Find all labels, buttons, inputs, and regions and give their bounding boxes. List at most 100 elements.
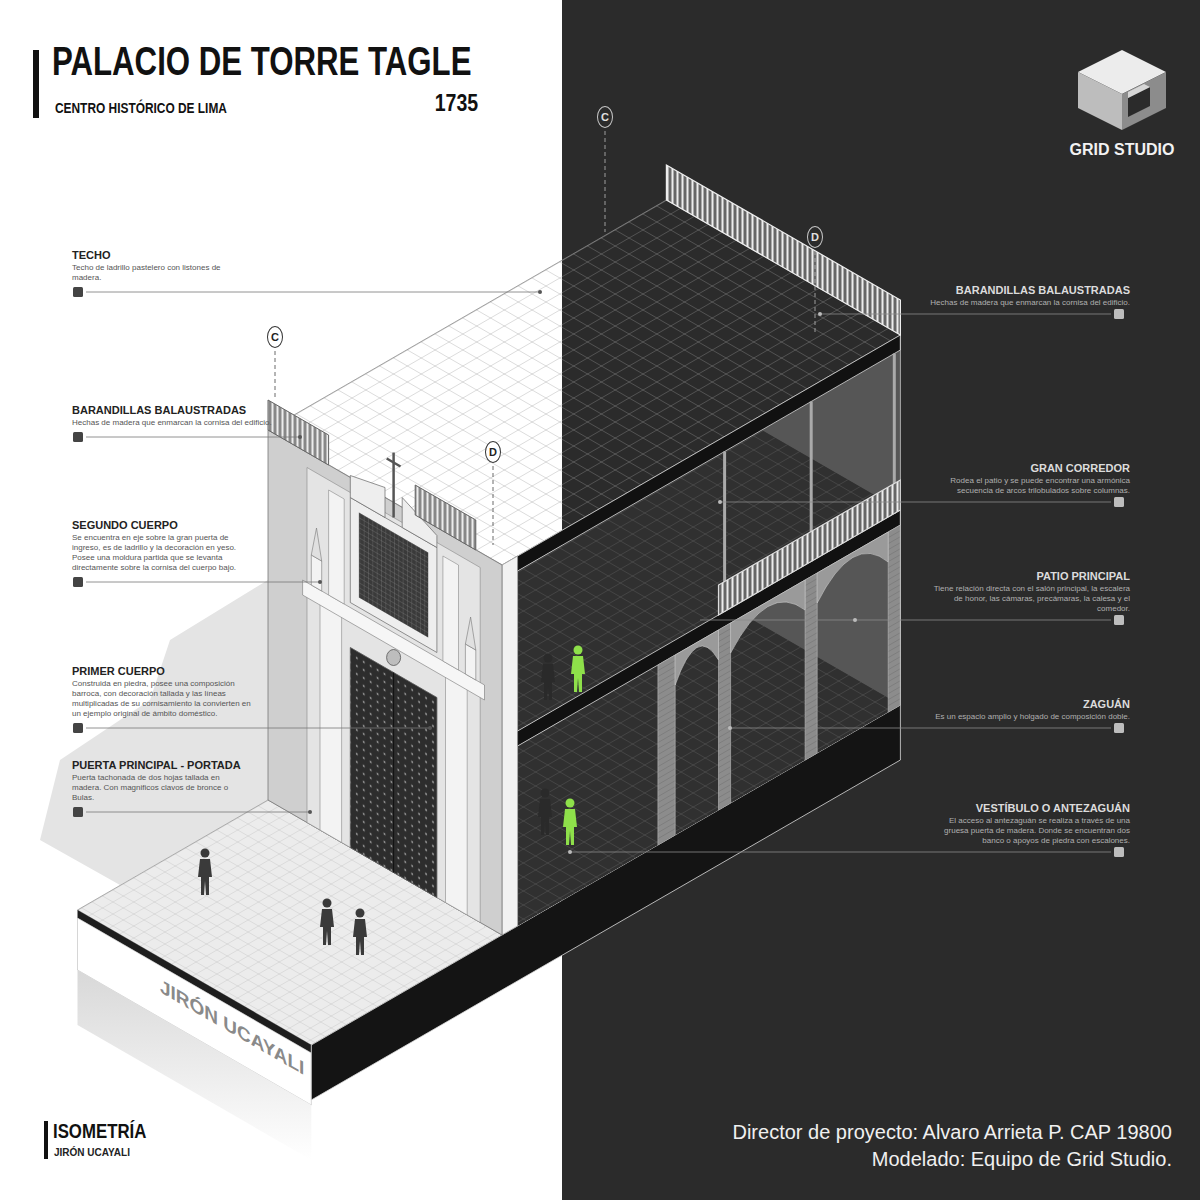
person-figure — [198, 849, 212, 896]
door-split — [393, 673, 394, 873]
leader-dot — [318, 580, 322, 584]
upper-pilaster — [329, 490, 345, 604]
leader-line — [730, 728, 1111, 729]
subtitle: CENTRO HISTÓRICO DE LIMA — [55, 100, 227, 116]
leader-line — [86, 292, 540, 293]
front-wall-section — [502, 556, 518, 935]
facade-balustrade — [268, 400, 329, 465]
view-bar — [44, 1121, 48, 1159]
grid-bubble: D — [807, 226, 823, 248]
facade-balustrade — [415, 485, 476, 550]
callout-heading: BARANDILLAS BALAUSTRADAS — [956, 284, 1130, 297]
callout-text: Techo de ladrillo pastelero con listones… — [72, 263, 222, 283]
credit-line: Modelado: Equipo de Grid Studio. — [872, 1148, 1172, 1171]
callout-text: Tiene relación directa con el salón prin… — [930, 584, 1130, 614]
section-edge — [900, 335, 901, 705]
column — [805, 573, 817, 760]
person-figure — [320, 899, 334, 946]
column — [888, 525, 900, 712]
callout-text: Hechas de madera que enmarcan la cornisa… — [72, 418, 272, 428]
callout-heading: PRIMER CUERPO — [72, 665, 165, 678]
leader-line — [86, 728, 430, 729]
grid-letter: D — [811, 231, 819, 243]
year: 1735 — [435, 90, 478, 116]
logo-cube-left — [1078, 72, 1122, 130]
main-door — [350, 648, 437, 898]
grid-letter: C — [271, 331, 279, 343]
column — [719, 623, 731, 810]
door-medallion — [387, 650, 401, 666]
floor-slab — [502, 510, 900, 755]
facade-wall — [268, 430, 502, 935]
pinnacle — [311, 528, 321, 561]
pinnacle — [465, 617, 475, 650]
broken-pediment — [350, 476, 385, 518]
corridor-balustrade — [719, 480, 901, 615]
leader-line — [86, 582, 320, 583]
axis-line — [605, 131, 606, 232]
window-frame — [350, 498, 437, 653]
callout-heading: ZAGUÁN — [1083, 698, 1130, 711]
leader-dot — [428, 726, 432, 730]
leader-line — [700, 620, 1111, 621]
person-figure — [571, 646, 585, 693]
person-figure — [353, 909, 367, 956]
callout-heading: VESTÍBULO O ANTEZAGUÁN — [976, 802, 1130, 815]
axis-line — [275, 351, 276, 398]
callout-text: Es un espacio amplio y holgado de compos… — [930, 712, 1130, 722]
callout-marker — [73, 577, 83, 587]
grid-letter: D — [489, 446, 497, 458]
callout-text: Puerta tachonada de dos hojas tallada en… — [72, 773, 242, 803]
view-sublabel: JIRÓN UCAYALI — [54, 1147, 130, 1159]
callout-heading: TECHO — [72, 249, 111, 262]
corridor-balustrade — [719, 480, 901, 615]
callout-marker — [73, 287, 83, 297]
callout-marker — [1114, 723, 1124, 733]
callout-marker — [73, 432, 83, 442]
callout-heading: PATIO PRINCIPAL — [1037, 570, 1131, 583]
leader-line — [720, 502, 1111, 503]
leader-dot — [718, 500, 722, 504]
leader-dot — [728, 726, 732, 730]
callout-marker — [1114, 847, 1124, 857]
logo-notch-face — [1128, 84, 1150, 98]
callout-heading: GRAN CORREDOR — [1030, 462, 1130, 475]
callout-heading: BARANDILLAS BALAUSTRADAS — [72, 404, 246, 417]
leader-line — [820, 314, 1111, 315]
pillar — [658, 655, 675, 845]
callout-marker — [1114, 309, 1124, 319]
grid-bubble: D — [485, 441, 501, 463]
callout-marker — [73, 807, 83, 817]
axis-line — [815, 251, 816, 335]
logo-text: GRID STUDIO — [1052, 141, 1192, 159]
credit-line: Director de proyecto: Alvaro Arrieta P. … — [732, 1121, 1172, 1144]
leader-dot — [308, 810, 312, 814]
callout-text: Construida en piedra, posee una composic… — [72, 679, 257, 719]
view-label: ISOMETRÍA — [53, 1119, 146, 1143]
callout-marker — [1114, 497, 1124, 507]
cross — [387, 459, 401, 467]
leader-dot — [298, 435, 302, 439]
leader-line — [86, 812, 310, 813]
pilaster — [446, 673, 468, 916]
logo-cube-right — [1122, 72, 1166, 130]
facade-balustrade — [415, 485, 476, 550]
person-figure — [538, 789, 552, 836]
axis-line — [493, 466, 494, 545]
pilaster — [320, 600, 342, 843]
grid-bubble: C — [267, 326, 283, 348]
callout-heading: PUERTA PRINCIPAL - PORTADA — [72, 759, 241, 772]
leader-dot — [538, 290, 542, 294]
arch — [675, 630, 718, 685]
person-figure — [563, 799, 577, 846]
callout-marker — [73, 723, 83, 733]
callout-text: Se encuentra en eje sobre la gran puerta… — [72, 533, 257, 573]
door-studs — [350, 648, 437, 898]
person-figure — [541, 654, 555, 701]
callout-text: Hechas de madera que enmarcan la cornisa… — [930, 298, 1130, 308]
leader-dot — [568, 850, 572, 854]
leader-dot — [853, 618, 857, 622]
callout-text: El acceso al antezaguán se realiza a tra… — [930, 816, 1130, 846]
light-ground — [0, 0, 562, 1200]
